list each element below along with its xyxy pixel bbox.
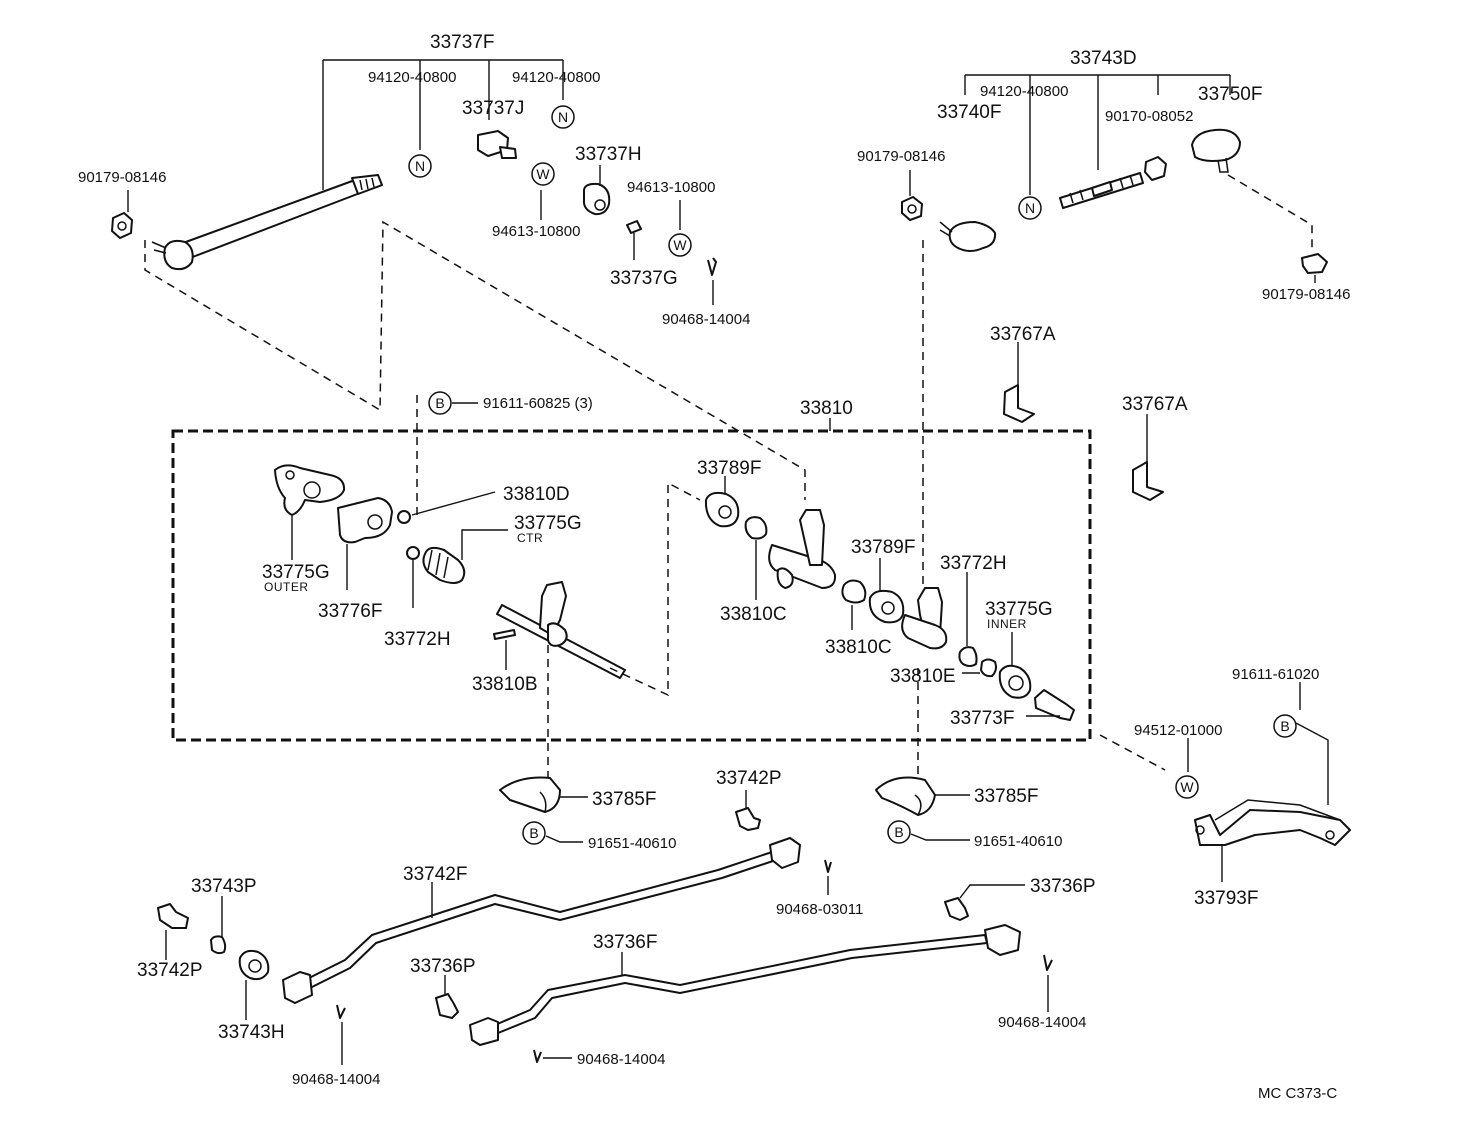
label-94613-10800-b: 94613-10800 xyxy=(492,223,580,240)
svg-text:N: N xyxy=(558,109,568,125)
label-94120-40800-c: 94120-40800 xyxy=(980,83,1068,100)
bracket-33793f-group xyxy=(1099,682,1351,882)
label-33743p: 33743P xyxy=(191,876,257,897)
label-33789f-a: 33789F xyxy=(697,458,761,479)
label-33767a-b: 33767A xyxy=(1122,394,1188,415)
svg-text:B: B xyxy=(435,395,444,411)
label-33810: 33810 xyxy=(800,398,853,419)
label-33775g-ctr: 33775G xyxy=(514,513,582,534)
rod-33737f-group xyxy=(111,59,717,305)
label-33767a-a: 33767A xyxy=(990,324,1056,345)
label-90170-08052: 90170-08052 xyxy=(1105,108,1193,125)
bracket-33767a xyxy=(1003,342,1164,501)
shift-lever-right-cluster xyxy=(704,476,1075,721)
label-33736f: 33736F xyxy=(593,932,657,953)
rod-33742f-group xyxy=(157,790,832,1065)
label-90468-14004-top: 90468-14004 xyxy=(662,311,750,328)
label-33750f: 33750F xyxy=(1198,84,1262,105)
label-91651-40610-b: 91651-40610 xyxy=(974,833,1062,850)
svg-text:B: B xyxy=(894,824,903,840)
label-inner: INNER xyxy=(987,617,1027,631)
cover-33785f-right xyxy=(875,776,970,816)
label-90179-08146-left: 90179-08146 xyxy=(78,169,166,186)
svg-text:N: N xyxy=(1025,200,1035,216)
label-90468-14004-bl: 90468-14004 xyxy=(292,1071,380,1088)
label-33810d: 33810D xyxy=(503,484,570,505)
label-33785f-b: 33785F xyxy=(974,786,1038,807)
svg-text:W: W xyxy=(536,166,550,182)
svg-text:N: N xyxy=(415,158,425,174)
label-33772h-right: 33772H xyxy=(940,553,1007,574)
nut-symbol: N xyxy=(1018,196,1042,220)
bolt-symbol: B xyxy=(1273,714,1297,738)
svg-text:W: W xyxy=(1180,779,1194,795)
label-91611-60825: 91611-60825 (3) xyxy=(483,395,593,412)
svg-text:B: B xyxy=(529,825,538,841)
label-33736p-right: 33736P xyxy=(1030,876,1096,897)
label-33742p-top: 33742P xyxy=(716,768,782,789)
label-outer: OUTER xyxy=(264,580,309,594)
label-90468-14004-br: 90468-14004 xyxy=(998,1014,1086,1031)
label-90179-08146-mid: 90179-08146 xyxy=(857,148,945,165)
label-33810b: 33810B xyxy=(472,674,538,695)
bolt-symbol: B xyxy=(428,391,452,415)
svg-text:B: B xyxy=(1280,718,1289,734)
label-ctr: CTR xyxy=(517,531,543,545)
label-33810e: 33810E xyxy=(890,666,956,687)
label-33775g-outer: 33775G xyxy=(262,562,330,583)
label-33810c-a: 33810C xyxy=(720,604,787,625)
label-33740f: 33740F xyxy=(937,102,1001,123)
label-33773f: 33773F xyxy=(950,708,1014,729)
washer-symbol: W xyxy=(1175,775,1199,799)
washer-symbol: W xyxy=(531,162,555,186)
nut-symbol: N xyxy=(551,105,575,129)
label-33743d: 33743D xyxy=(1070,48,1137,69)
label-33742f: 33742F xyxy=(403,864,467,885)
label-33785f-a: 33785F xyxy=(592,789,656,810)
bolt-symbol: B xyxy=(522,821,546,845)
label-90468-14004-bm: 90468-14004 xyxy=(577,1051,665,1068)
label-94120-40800-b: 94120-40800 xyxy=(512,69,600,86)
label-91611-61020: 91611-61020 xyxy=(1232,666,1319,683)
label-91651-40610-a: 91651-40610 xyxy=(588,835,676,852)
label-33775g-inner: 33775G xyxy=(985,599,1053,620)
label-33737f: 33737F xyxy=(430,32,494,53)
label-33789f-b: 33789F xyxy=(851,537,915,558)
label-33737g: 33737G xyxy=(610,268,678,289)
label-33737h: 33737H xyxy=(575,144,642,165)
label-90179-08146-right: 90179-08146 xyxy=(1262,286,1350,303)
label-33736p-mid: 33736P xyxy=(410,956,476,977)
label-90468-03011: 90468-03011 xyxy=(776,901,863,918)
bolt-symbol: B xyxy=(887,820,911,844)
label-33793f: 33793F xyxy=(1194,888,1258,909)
shift-lever-left-cluster xyxy=(274,464,626,679)
label-33776f: 33776F xyxy=(318,601,382,622)
label-33772h-left: 33772H xyxy=(384,629,451,650)
svg-text:W: W xyxy=(673,237,687,253)
diagram-code: MC C373-C xyxy=(1258,1085,1337,1102)
rod-33736f-group xyxy=(435,884,1053,1063)
washer-symbol: W xyxy=(668,233,692,257)
label-33743h: 33743H xyxy=(218,1022,285,1043)
label-33742p-left: 33742P xyxy=(137,960,203,981)
label-94613-10800-a: 94613-10800 xyxy=(627,179,715,196)
label-33810c-b: 33810C xyxy=(825,637,892,658)
label-94120-40800-a: 94120-40800 xyxy=(368,69,456,86)
cover-33785f-left xyxy=(499,776,588,813)
rod-33743d-group xyxy=(901,74,1328,283)
nut-symbol: N xyxy=(408,154,432,178)
label-94512-01000: 94512-01000 xyxy=(1134,722,1222,739)
label-33737j: 33737J xyxy=(462,98,524,119)
